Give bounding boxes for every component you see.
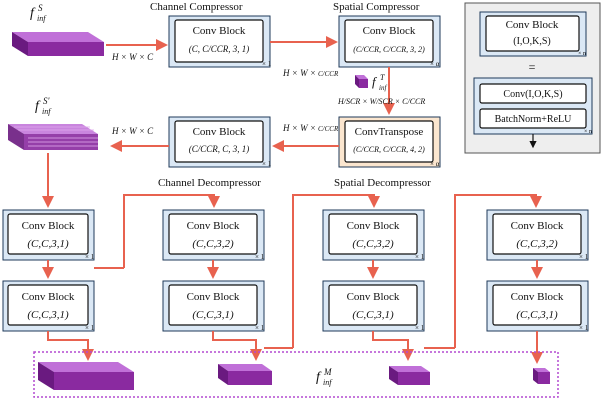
col3-bottom-block: Conv Block (C,C,3,1) × 1 <box>322 280 425 332</box>
dims-ccr-frac: C/CCR <box>318 70 339 78</box>
spatial-compressor-mult: × α <box>430 60 440 68</box>
col2-bottom-block: Conv Block (C,C,3,1) × 1 <box>162 280 265 332</box>
dims-hwc-3: H × W × C <box>111 126 154 136</box>
channel-decompress-mult: × 1 <box>262 160 272 168</box>
f-inf-m-sup: M <box>323 367 332 377</box>
col4-top-mult: × 1 <box>579 253 589 261</box>
dims-hwc-1: H × W × C <box>111 52 154 62</box>
col2-top-title: Conv Block <box>187 220 240 232</box>
arrow-to-col4 <box>454 194 542 348</box>
multiscale-feature-4 <box>533 368 550 384</box>
dims-scr: H/SCR × W/SCR × C/CCR <box>337 97 425 106</box>
f-inf-t-sub: inf <box>379 84 387 92</box>
col3-bottom-title: Conv Block <box>347 291 400 303</box>
legend-block-title: Conv Block <box>506 19 559 31</box>
col3-top-title: Conv Block <box>347 220 400 232</box>
channel-decompress-block: Conv Block (C/CCR, C, 3, 1) × 1 <box>168 116 272 168</box>
f-inf-s-sub: inf <box>37 14 47 23</box>
col4-top-block: Conv Block (C,C,3,2) × 1 <box>486 209 589 261</box>
f-inf-s-prime-sub: inf <box>42 107 52 116</box>
col4-bottom-params: (C,C,3,1) <box>516 309 558 321</box>
f-inf-s-prime-label: f <box>35 99 41 114</box>
arrow-to-col2 <box>123 194 220 268</box>
spatial-compressor-title: Conv Block <box>363 25 416 37</box>
col2-top-mult: × 1 <box>255 253 265 261</box>
col2-top-block: Conv Block (C,C,3,2) × 1 <box>162 209 265 261</box>
f-inf-t-label: f <box>372 74 378 89</box>
multiscale-feature-1 <box>38 362 134 390</box>
conv-transpose-block: ConvTranspose (C/CCR, C/CCR, 4, 2) × α <box>338 116 441 168</box>
col4-bottom-block: Conv Block (C,C,3,1) × 1 <box>486 280 589 332</box>
col4-bottom-title: Conv Block <box>511 291 564 303</box>
f-inf-s-prime-sup: S' <box>43 96 51 106</box>
col3-bottom-mult: × 1 <box>415 324 425 332</box>
f-inf-s-prime-feature <box>8 124 98 150</box>
col3-top-block: Conv Block (C,C,3,2) × 1 <box>322 209 425 261</box>
conv-transpose-params: (C/CCR, C/CCR, 4, 2) <box>353 145 425 154</box>
spatial-decompressor-label: Spatial Decompressor <box>334 177 431 189</box>
channel-decompressor-label: Channel Decompressor <box>158 177 261 189</box>
f-inf-m-sub: inf <box>323 378 333 387</box>
arrow-col3-out <box>372 331 414 361</box>
legend-block-params: (I,O,K,S) <box>513 36 551 47</box>
col2-top-params: (C,C,3,2) <box>192 238 234 250</box>
legend-equals: = <box>529 60 536 74</box>
legend-bnrelu: BatchNorm+ReLU <box>495 114 573 125</box>
col3-top-params: (C,C,3,2) <box>352 238 394 250</box>
col1-top-params: (C,C,3,1) <box>27 238 69 250</box>
dims-ccr-frac-2: C/CCR <box>318 125 339 133</box>
f-inf-t-cube <box>355 75 368 88</box>
input-feature-f-inf-s <box>12 32 104 56</box>
multiscale-feature-box <box>33 351 559 398</box>
f-inf-s-sup: S <box>38 3 43 13</box>
channel-compressor-label: Channel Compressor <box>150 1 243 13</box>
channel-decompress-params: (C/CCR, C, 3, 1) <box>189 144 250 154</box>
channel-compressor-params: (C, C/CCR, 3, 1) <box>189 44 250 54</box>
legend-block-mult: × n <box>578 51 586 57</box>
col4-top-params: (C,C,3,2) <box>516 238 558 250</box>
col1-top-title: Conv Block <box>22 220 75 232</box>
f-inf-s-label: f <box>30 6 36 21</box>
col2-bottom-params: (C,C,3,1) <box>192 309 234 321</box>
legend-box: Conv Block (I,O,K,S) × n = Conv(I,O,K,S)… <box>464 2 601 154</box>
spatial-compressor-params: (C/CCR, C/CCR, 3, 2) <box>353 45 425 54</box>
legend-mult-n: × n <box>584 129 592 135</box>
arrow-col1-out <box>47 331 94 361</box>
multiscale-feature-2 <box>218 364 272 385</box>
col1-bottom-params: (C,C,3,1) <box>27 309 69 321</box>
col1-top-mult: × 1 <box>85 253 95 261</box>
conv-transpose-title: ConvTranspose <box>355 126 424 138</box>
col4-bottom-mult: × 1 <box>579 324 589 332</box>
arrow-col2-out <box>212 331 262 361</box>
spatial-compressor-label: Spatial Compressor <box>333 1 420 13</box>
channel-decompress-title: Conv Block <box>193 126 246 138</box>
dims-hwc-ccr-2: H × W × <box>282 123 316 133</box>
spatial-compressor-block: Conv Block (C/CCR, C/CCR, 3, 2) × α <box>338 15 441 68</box>
channel-compressor-mult: × 1 <box>262 60 272 68</box>
conv-transpose-mult: × α <box>430 160 440 168</box>
col2-bottom-mult: × 1 <box>255 324 265 332</box>
col4-top-title: Conv Block <box>511 220 564 232</box>
col3-top-mult: × 1 <box>415 253 425 261</box>
legend-conv: Conv(I,O,K,S) <box>503 89 562 100</box>
col3-bottom-params: (C,C,3,1) <box>352 309 394 321</box>
f-inf-t-sup: T <box>380 73 385 82</box>
channel-compressor-block: Conv Block (C, C/CCR, 3, 1) × 1 <box>168 15 272 68</box>
col1-bottom-mult: × 1 <box>85 324 95 332</box>
channel-compressor-title: Conv Block <box>193 25 246 37</box>
col1-bottom-block: Conv Block (C,C,3,1) × 1 <box>2 280 95 332</box>
f-inf-m-label: f <box>316 370 322 385</box>
col1-bottom-title: Conv Block <box>22 291 75 303</box>
col1-top-block: Conv Block (C,C,3,1) × 1 <box>2 209 95 261</box>
arrow-to-col3 <box>292 194 380 348</box>
multiscale-feature-3 <box>389 366 430 385</box>
col2-bottom-title: Conv Block <box>187 291 240 303</box>
dims-hw-c-ccr: H × W × <box>282 68 316 78</box>
